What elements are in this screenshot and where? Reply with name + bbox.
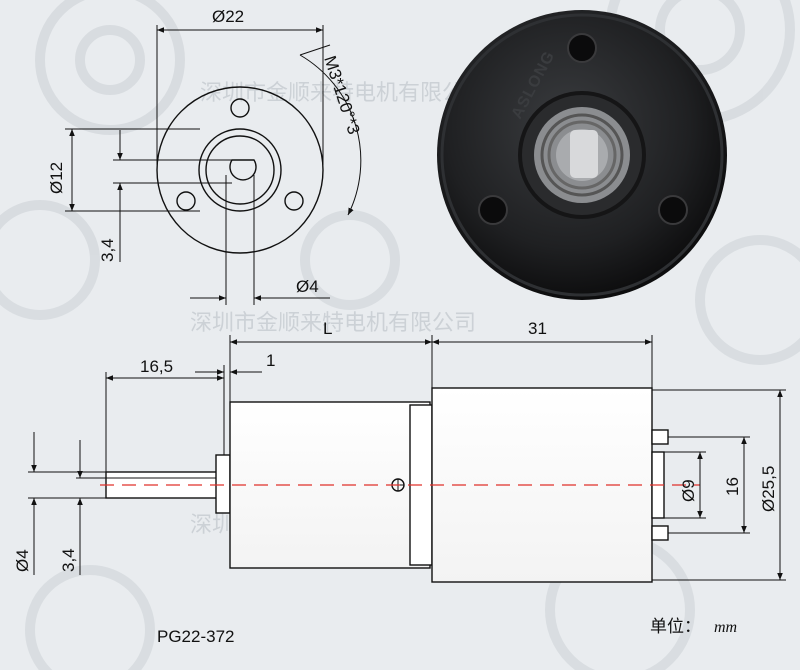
mount-hole xyxy=(284,191,304,211)
mount-hole xyxy=(567,33,597,63)
watermark-text: 深圳市金顺来特电机有限公司 xyxy=(200,81,486,106)
terminal-bottom xyxy=(651,525,669,541)
shaft-end xyxy=(570,130,598,178)
unit-label: 单位： xyxy=(650,617,701,637)
mount-boss-outer xyxy=(198,128,282,212)
shaft-flat-label: 3,4 xyxy=(59,548,78,572)
mount-diameter-label: Ø12 xyxy=(47,162,66,194)
motor-length-label: 31 xyxy=(528,319,547,338)
model-code: PG22-372 xyxy=(157,627,235,646)
shaft-d-profile xyxy=(229,159,257,181)
terminal-spacing-label: 16 xyxy=(723,477,742,496)
mount-hole xyxy=(176,191,196,211)
shaft-flat-label: 3,4 xyxy=(98,238,117,262)
watermark-text: 深圳市金顺来特电机有限公司 xyxy=(190,311,476,336)
terminal-top xyxy=(651,429,669,445)
end-view xyxy=(156,86,324,254)
motor-diameter-label: Ø25,5 xyxy=(759,466,778,512)
shaft-collar xyxy=(215,454,231,514)
gearbox-length-label: L xyxy=(323,319,332,338)
flange-outline xyxy=(156,86,324,254)
mount-boss-inner xyxy=(205,135,275,205)
mount-hole xyxy=(478,195,508,225)
outer-diameter-label: Ø22 xyxy=(212,7,244,26)
shaft-diameter-label: Ø4 xyxy=(296,277,319,296)
shaft-length-label: 16,5 xyxy=(140,357,173,376)
shoulder-label: 1 xyxy=(266,351,275,370)
side-view-labels: 16,5 1 L 31 Ø9 16 Ø25,5 Ø4 3,4 xyxy=(13,319,778,572)
side-view-dimensions xyxy=(28,335,786,581)
bearing-diameter-label: Ø9 xyxy=(679,479,698,502)
unit-value: mm xyxy=(714,619,737,636)
mount-hole xyxy=(658,195,688,225)
motor-end-photo: ASLONG xyxy=(437,10,727,300)
end-view-dimensions xyxy=(65,25,362,305)
mount-hole xyxy=(230,98,250,118)
shaft-diameter-label: Ø4 xyxy=(13,549,32,572)
